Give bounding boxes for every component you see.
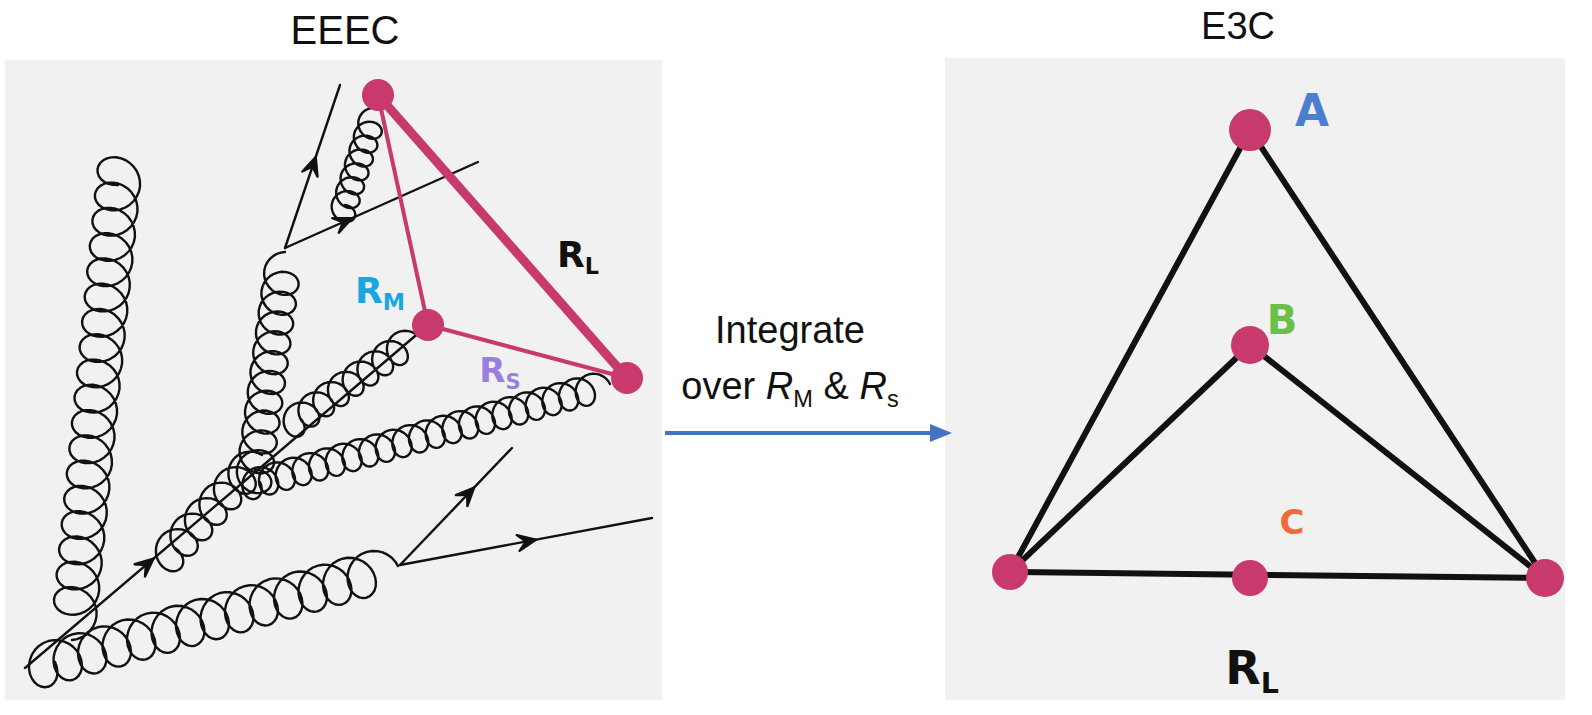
arrow-label: over — [681, 365, 755, 408]
distance-label: R — [557, 234, 585, 275]
point-label-group: A — [1295, 85, 1329, 136]
distance-label-group: RS — [479, 350, 520, 390]
arrow-label: Integrate — [715, 309, 865, 352]
pink-triangle — [362, 79, 643, 394]
e3c-points — [992, 109, 1564, 597]
gluon-coil — [54, 157, 140, 640]
arrow-label: M — [793, 385, 813, 412]
panel-title: EEEC — [291, 8, 400, 53]
quark-arrowhead — [302, 157, 317, 177]
gluon-coil — [332, 108, 382, 222]
point-label-group: B — [1267, 297, 1298, 343]
point-label: B — [1267, 297, 1298, 343]
panel-title-group: EEEC — [291, 8, 400, 53]
panel-title: E3C — [1201, 5, 1275, 48]
quark-line — [285, 85, 340, 248]
integrate-arrow — [665, 424, 952, 442]
arrow-label: R — [766, 365, 793, 408]
point-label: C — [1280, 502, 1305, 542]
gluon-coil — [29, 551, 398, 687]
distance-label-group: RM — [355, 270, 405, 311]
right-panel — [945, 58, 1565, 700]
arrow-label: & — [824, 365, 849, 408]
arrow-label-group: overRM&Rs — [681, 365, 898, 408]
quark-arrowhead — [135, 559, 154, 577]
panel-title-group: E3C — [1201, 5, 1275, 48]
distance-label: M — [383, 289, 405, 315]
left-panel — [5, 60, 662, 700]
jet-sketch — [25, 85, 652, 687]
distance-label-group: RL — [557, 234, 599, 275]
point-label-group: C — [1280, 502, 1305, 542]
arrow-label: R — [860, 365, 887, 408]
quark-arrowhead — [456, 488, 474, 507]
e3c-triangle — [1010, 130, 1545, 578]
point-label: A — [1295, 85, 1329, 136]
gluon-coil — [156, 452, 262, 572]
gluon-coil — [242, 374, 610, 500]
quark-arrowhead — [517, 535, 536, 551]
quark-line — [400, 518, 652, 565]
arrow-label-group: Integrate — [715, 309, 865, 352]
gluon-coil — [237, 252, 299, 493]
gluon-coil — [284, 331, 418, 437]
arrow-label: s — [887, 385, 899, 412]
distance-label: S — [506, 369, 521, 394]
distance-label: R — [479, 350, 505, 390]
distance-label: R — [1225, 641, 1260, 695]
distance-label: L — [585, 253, 599, 279]
distance-label: R — [355, 270, 383, 311]
distance-label-group: RL — [1225, 641, 1279, 695]
distance-label: L — [1261, 667, 1279, 700]
